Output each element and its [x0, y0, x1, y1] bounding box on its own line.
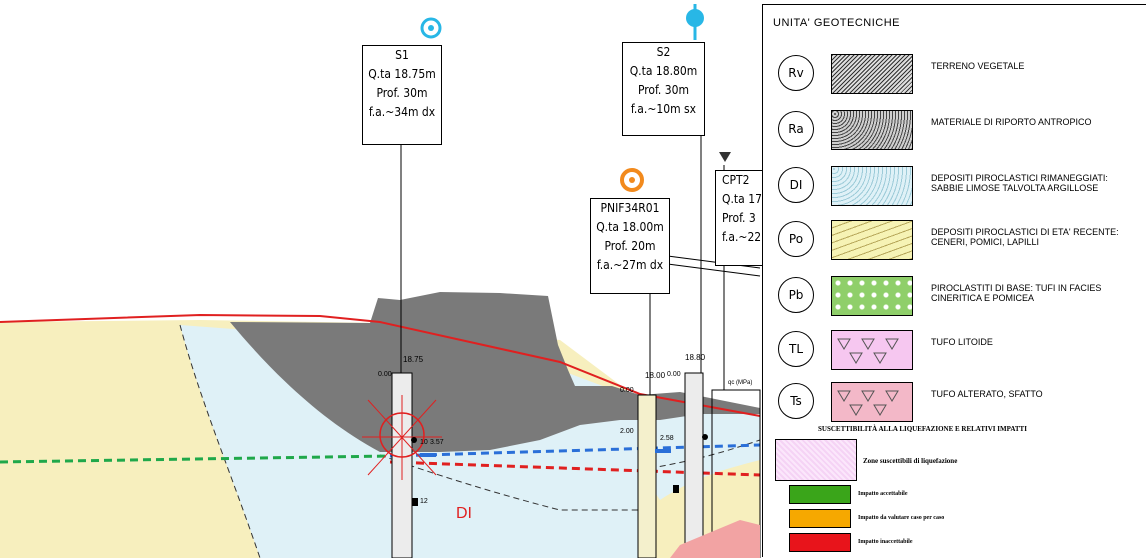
unit-swatch	[831, 166, 913, 206]
spt-dot-a	[411, 437, 417, 443]
legend-row-ts: Ts TUFO ALTERATO, SFATTO	[763, 377, 1146, 427]
legend-row-ra: Ra MATERIALE DI RIPORTO ANTROPICO	[763, 105, 1146, 155]
unit-swatch	[831, 220, 913, 260]
s2-elevation: Q.ta 18.80m	[629, 64, 698, 78]
pnif-elevation: Q.ta 18.00m	[596, 220, 664, 234]
liquefaction-zone	[670, 520, 760, 558]
legend-row-pb: Pb PIROCLASTITI DI BASE: TUFI IN FACIES …	[763, 271, 1146, 321]
cpt-info-box: CPT2 Q.ta 17 Prof. 3 f.a.~22r	[715, 170, 769, 266]
s1-water-level: 3.57	[430, 439, 444, 446]
cpt-depth: Prof. 3	[722, 211, 756, 225]
impact-unacceptable-swatch	[789, 533, 851, 552]
pnif-offset: f.a.~27m dx	[596, 258, 664, 272]
pnif-name: PNIF34R01	[600, 201, 660, 215]
s2-offset: f.a.~10m sx	[630, 102, 697, 116]
pnif-two-depth: 2.00	[620, 428, 634, 435]
impact-acceptable-label: Impatto accettabile	[858, 491, 908, 497]
n-value-a: 10	[420, 439, 428, 446]
s2-top-elevation: 18.80	[685, 353, 706, 362]
legend-title: UNITA' GEOTECNICHE	[773, 17, 901, 29]
s1-info-box: S1 Q.ta 18.75m Prof. 30m f.a.~34m dx	[362, 45, 442, 145]
cpt-column	[711, 389, 761, 558]
s1-zero-depth: 0.00	[378, 371, 392, 378]
boundary-dashed-right	[639, 439, 761, 471]
impact-evaluate-label: Impatto da valutare caso per caso	[858, 515, 945, 521]
unit-swatch	[831, 54, 913, 94]
pnif-column	[637, 394, 657, 558]
cpt-triangle-icon	[719, 152, 731, 162]
unit-description: MATERIALE DI RIPORTO ANTROPICO	[931, 117, 1092, 127]
ground-line	[0, 313, 761, 417]
boundary-dashed-mid	[379, 454, 640, 511]
unit-code: Rv	[778, 55, 814, 91]
boundary-dashed-left	[179, 324, 261, 558]
di-unit-label: DI	[456, 505, 472, 522]
s2-zero-depth: 0.00	[667, 371, 681, 378]
s1-symbol-icon-inner	[428, 25, 434, 31]
s1-elevation: Q.ta 18.75m	[368, 67, 436, 81]
n-value-b: 12	[420, 498, 428, 505]
cpt-axis-label: qc (MPa)	[728, 380, 752, 386]
legend-row-po: Po DEPOSITI PIROCLASTICI DI ETA' RECENTE…	[763, 215, 1146, 265]
spt-square-b	[673, 485, 679, 493]
unit-description: TERRENO VEGETALE	[931, 61, 1025, 71]
unit-code: Ra	[778, 111, 814, 147]
unit-swatch	[831, 330, 913, 370]
ra-layer	[230, 292, 760, 452]
pnif-info-box: PNIF34R01 Q.ta 18.00m Prof. 20m f.a.~27m…	[590, 198, 670, 294]
pnif-symbol-icon	[620, 168, 644, 192]
unit-code: Pb	[778, 277, 814, 313]
s1-top-elevation: 18.75	[403, 355, 424, 364]
s1-name: S1	[395, 48, 409, 62]
unit-description: DEPOSITI PIROCLASTICI DI ETA' RECENTE: C…	[931, 227, 1119, 247]
red-water-table	[389, 460, 761, 477]
spt-dot-b	[702, 434, 708, 440]
cpt-offset: f.a.~22r	[722, 230, 766, 244]
unit-swatch	[831, 110, 913, 150]
unit-code: Po	[778, 221, 814, 257]
unit-code: DI	[778, 167, 814, 203]
s1-offset: f.a.~34m dx	[368, 105, 436, 119]
pnif-symbol-icon-inner	[629, 177, 635, 183]
unit-code: TL	[778, 331, 814, 367]
s2-info-box: S2 Q.ta 18.80m Prof. 30m f.a.~10m sx	[622, 42, 705, 136]
unit-description: PIROCLASTITI DI BASE: TUFI IN FACIES CIN…	[931, 283, 1102, 303]
pnif-top-elevation: 18.00	[645, 371, 666, 380]
s2-column	[684, 372, 704, 558]
unit-description: TUFO LITOIDE	[931, 337, 993, 347]
unit-description: DEPOSITI PIROCLASTICI RIMANEGGIATI: SABB…	[931, 173, 1108, 193]
susceptible-zone-swatch	[775, 439, 857, 481]
pnif-connector-b	[659, 262, 761, 277]
unit-swatch	[831, 276, 913, 316]
cpt-name: CPT2	[722, 173, 750, 187]
green-water-table	[0, 454, 391, 464]
spt-square-a	[412, 498, 418, 506]
cpt-elevation: Q.ta 17	[722, 192, 762, 206]
pnif-zero-depth: 0.00	[620, 387, 634, 394]
blue-water-table	[389, 443, 761, 458]
impact-unacceptable-label: Impatto inaccettabile	[858, 539, 913, 545]
legend-row-tl: TL TUFO LITOIDE	[763, 325, 1146, 375]
s1-depth: Prof. 30m	[376, 86, 428, 100]
unit-description: TUFO ALTERATO, SFATTO	[931, 389, 1043, 399]
susceptible-zone-label: Zone suscettibili di liquefazione	[863, 457, 958, 465]
s2-depth: Prof. 30m	[637, 83, 690, 97]
unit-swatch	[831, 382, 913, 422]
pnif-depth: Prof. 20m	[604, 239, 656, 253]
legend-row-rv: Rv TERRENO VEGETALE	[763, 49, 1146, 99]
legend-row-di: DI DEPOSITI PIROCLASTICI RIMANEGGIATI: S…	[763, 161, 1146, 211]
water-marker-s1	[420, 453, 436, 457]
s1-symbol-icon	[420, 17, 442, 39]
legend-panel: UNITA' GEOTECNICHE Rv TERRENO VEGETALE R…	[762, 4, 1146, 557]
impact-evaluate-swatch	[789, 509, 851, 528]
water-marker-s2	[655, 449, 671, 453]
unit-code: Ts	[778, 383, 814, 419]
susceptibility-title: SUSCETTIBILITÀ ALLA LIQUEFAZIONE E RELAT…	[818, 425, 1027, 433]
s2-water-level: 2.58	[660, 435, 674, 442]
impact-acceptable-swatch	[789, 485, 851, 504]
s2-name: S2	[656, 45, 671, 59]
